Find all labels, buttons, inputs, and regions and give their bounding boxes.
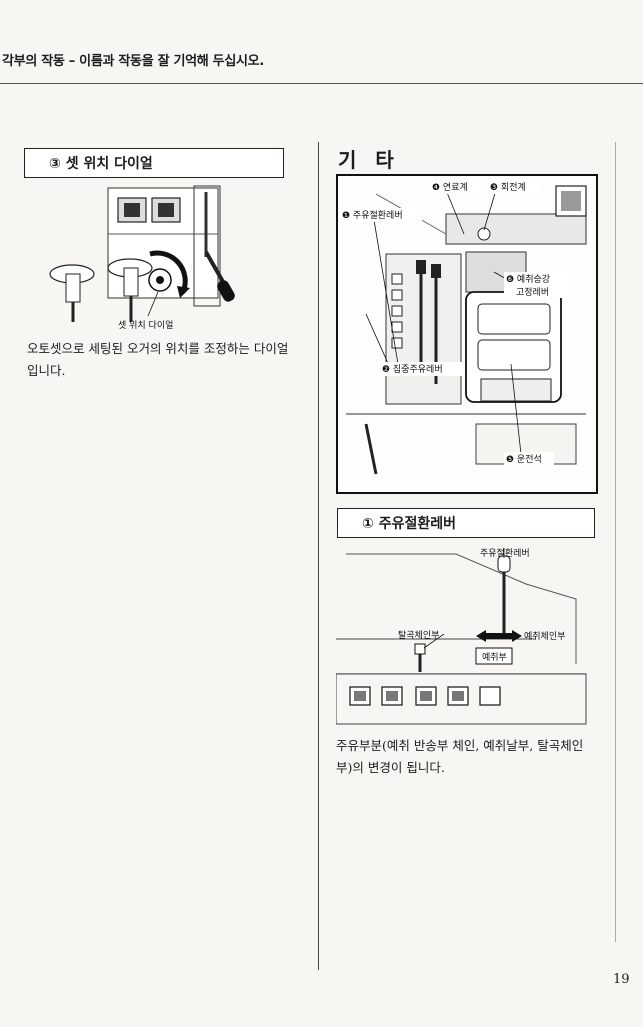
operator-area-overview-illustration: ❶ 주유절환레버 ❹ 연료계 ❸ 회전계 ❻ 예취승강 고정레버 ❷ 집중주유레…	[336, 174, 598, 494]
section-title-lubrication-lever: ① 주유절환레버	[337, 508, 595, 538]
right-margin-line	[615, 142, 616, 942]
page-number: 19	[613, 972, 630, 987]
callout-lever-1: ❶ 주유절환레버	[342, 209, 403, 221]
column-divider	[318, 142, 319, 970]
callout-seat: ❺ 운전석	[506, 454, 542, 465]
lubrication-lever-illustration: 예취부 주유절환레버 탈곡체인부 예취체인부	[336, 547, 587, 725]
callout-lever-6: ❻ 예취승강	[506, 274, 550, 285]
section-title-set-position-dial: ③ 셋 위치 다이얼	[24, 148, 284, 178]
callout-fuel-gauge: ❹ 연료계	[432, 181, 468, 193]
label-reaper-chain: 예취체인부	[524, 631, 565, 642]
lubrication-lever-description: 주유부분(예취 반송부 체인, 예취날부, 탈곡체인부)의 변경이 됩니다.	[336, 738, 584, 775]
callout-lever-2: ❷ 집중주유레버	[382, 363, 443, 375]
label-reaper-section: 예취부	[482, 652, 507, 663]
header-rule	[0, 83, 643, 84]
callout-lever-6-line2: 고정레버	[516, 287, 549, 298]
label-threshing-chain: 탈곡체인부	[398, 630, 439, 641]
set-position-dial-illustration: 셋 위치 다이얼	[49, 185, 235, 331]
callout-tachometer: ❸ 회전계	[490, 181, 526, 193]
page-header-title: 각부의 작동 – 이름과 작동을 잘 기억해 두십시오.	[2, 54, 264, 69]
section-title-other: 기 타	[338, 148, 400, 172]
set-position-dial-description: 오토셋으로 세팅된 오거의 위치를 조정하는 다이얼입니다.	[27, 341, 289, 378]
figure-label-set-position-dial: 셋 위치 다이얼	[118, 319, 173, 331]
label-lubrication-lever: 주유절환레버	[480, 547, 530, 559]
